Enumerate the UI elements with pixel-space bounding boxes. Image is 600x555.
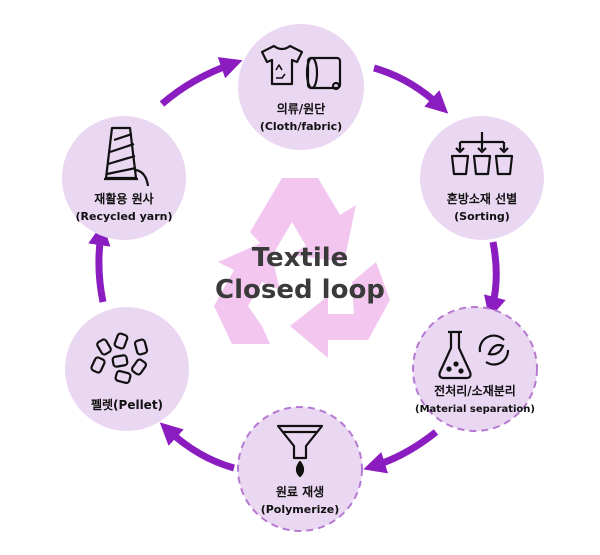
- fabric-roll-icon: [305, 56, 342, 91]
- center-title-line2: Closed loop: [215, 275, 385, 305]
- node-pellet: 펠렛(Pellet): [65, 307, 189, 431]
- tshirt-recycle-icon: [260, 44, 304, 86]
- pellets-icon: [90, 332, 149, 385]
- node-cloth: 의류/원단 (Cloth/fabric): [238, 24, 364, 150]
- cycle-arrows: [88, 57, 506, 474]
- pellet-label: 펠렛(Pellet): [91, 397, 163, 412]
- arrow-cloth-to-sorting: [373, 64, 449, 114]
- node-separation: 전처리/소재분리 (Material separation): [412, 306, 538, 432]
- yarn-label-en: (Recycled yarn): [76, 210, 173, 223]
- separation-label-ko: 전처리/소재분리: [434, 383, 516, 398]
- node-sorting: 혼방소재 선별 (Sorting): [420, 116, 544, 240]
- sorting-bins-icon: [450, 132, 514, 176]
- yarn-label-ko: 재활용 원사: [94, 191, 153, 206]
- arrow-polymerize-to-pellet: [159, 422, 235, 472]
- node-polymerize: 원료 재생 (Polymerize): [237, 406, 363, 532]
- arrow-yarn-to-cloth: [159, 57, 243, 107]
- flask-icon: [438, 330, 472, 380]
- sorting-label-en: (Sorting): [454, 210, 510, 223]
- node-yarn: 재활용 원사 (Recycled yarn): [62, 116, 186, 240]
- leaf-cycle-icon: [478, 334, 510, 366]
- arrow-pellet-to-yarn: [88, 222, 111, 303]
- funnel-drop-icon: [276, 424, 324, 478]
- polymerize-label-ko: 원료 재생: [276, 484, 324, 499]
- polymerize-label-en: (Polymerize): [261, 503, 340, 516]
- yarn-spool-icon: [104, 126, 150, 187]
- cloth-label-ko: 의류/원단: [277, 101, 326, 116]
- arrow-sorting-to-separation: [484, 241, 506, 319]
- cloth-label-en: (Cloth/fabric): [260, 120, 342, 133]
- separation-label-en: (Material separation): [415, 404, 535, 415]
- center-title-line1: Textile: [252, 243, 349, 273]
- sorting-label-ko: 혼방소재 선별: [447, 191, 517, 206]
- arrow-separation-to-polymerize: [363, 429, 439, 474]
- recycle-symbol-icon: [214, 178, 390, 358]
